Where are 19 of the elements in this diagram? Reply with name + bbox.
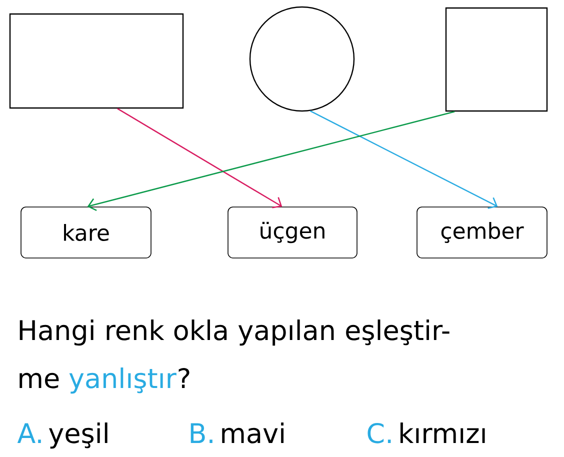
question-text: me: [20, 372, 59, 388]
option-letter: B.: [190, 423, 212, 443]
option-text: mavi: [222, 422, 284, 444]
arrow: [87, 110, 455, 211]
word-box: çember: [416, 206, 548, 258]
option-letter: C.: [368, 422, 391, 444]
highlighted-word: yanlıştır: [69, 367, 176, 394]
word-box: kare: [20, 206, 152, 258]
option-text: kırmızı: [400, 422, 485, 443]
option-letter: A.: [17, 423, 41, 443]
word-box: üçgen: [228, 206, 358, 258]
question-mark: ?: [178, 368, 190, 388]
arrow: [117, 108, 282, 208]
rectangle-shape: [9, 13, 184, 109]
question-text: Hangi renk okla yapılan eşleştir-: [20, 319, 450, 346]
square-shape: [445, 7, 548, 112]
arrow: [310, 110, 498, 209]
circle-shape: [249, 6, 355, 112]
option-text: yeşil: [48, 422, 108, 449]
